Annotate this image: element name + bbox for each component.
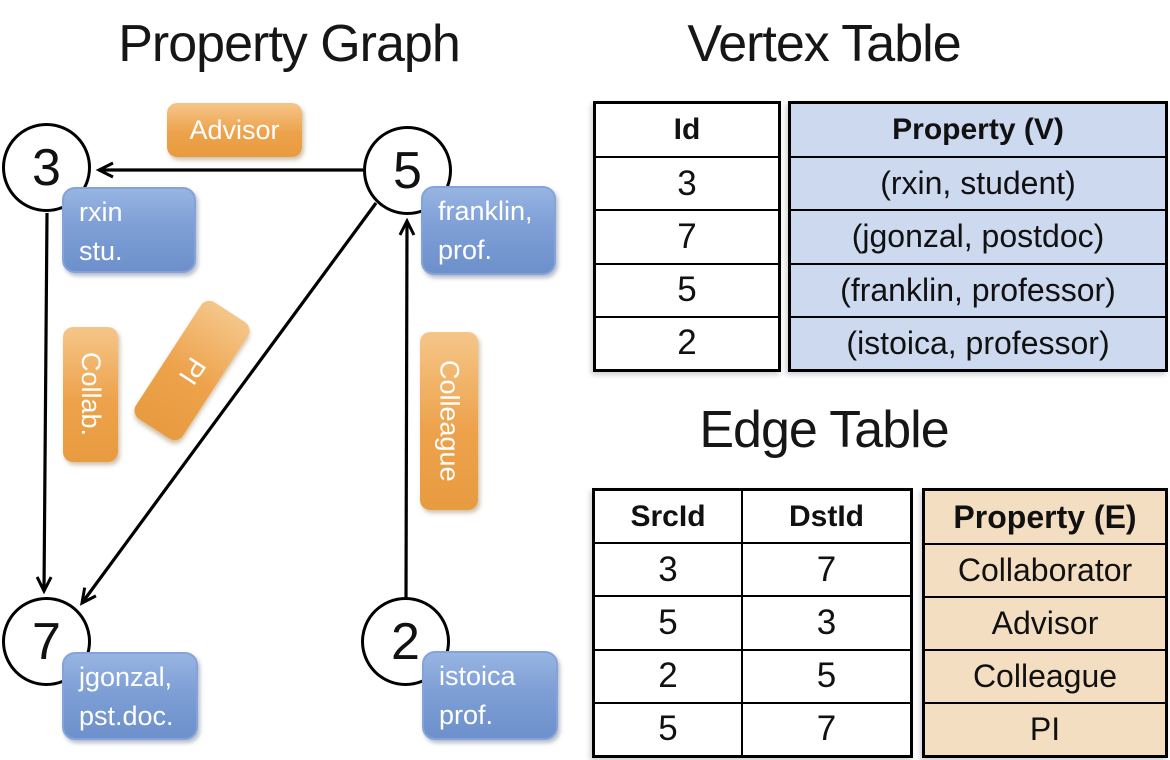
node-3: 3: [2, 123, 91, 212]
edge-table: SrcId DstId 3 7 5 3 2 5 5 7 Property (E)…: [592, 488, 1168, 758]
vertex-row-2-property: (franklin, professor): [791, 262, 1165, 316]
edge-table-srcid-header: SrcId: [595, 491, 743, 542]
node-5-id: 5: [393, 141, 422, 200]
property-graph-title: Property Graph: [118, 15, 461, 73]
vertex-row-3-property: (istoica, professor): [791, 315, 1165, 369]
vertex-property-box-7-line1: jgonzal,: [79, 662, 173, 692]
vertex-property-box-2-line1: istoica: [439, 661, 516, 691]
edge-arrow-3-to-7: [35, 212, 53, 595]
vertex-table: Id 3 7 5 2 Property (V) (rxin, student) …: [593, 101, 1168, 372]
edge-table-dstid-header: DstId: [789, 499, 864, 533]
edge-row-3-src: 5: [595, 703, 743, 755]
edge-row-0-src: 3: [595, 544, 743, 596]
edge-table-id-columns: SrcId DstId 3 7 5 3 2 5 5 7: [592, 488, 913, 758]
edge-row-0-property: Collaborator: [925, 543, 1165, 596]
vertex-property-box-5-line2: prof.: [438, 235, 493, 265]
edge-row-2-property: Colleague: [925, 649, 1165, 702]
edge-row-0-ids: 3 7: [595, 542, 910, 596]
vertex-row-3-id: 2: [596, 315, 778, 369]
vertex-property-box-7: jgonzal, pst.doc.: [62, 652, 198, 740]
vertex-table-property-column: Property (V) (rxin, student) (jgonzal, p…: [788, 101, 1168, 372]
edge-row-3-ids: 5 7: [595, 701, 910, 755]
vertex-property-box-3-line1: rxin: [79, 197, 123, 227]
edge-row-2-src: 2: [595, 650, 743, 702]
edge-label-collab: Collab.: [63, 327, 118, 462]
vertex-property-box-3-line2: stu.: [79, 236, 123, 266]
vertex-row-0-id: 3: [596, 156, 778, 209]
edge-table-property-column: Property (E) Collaborator Advisor Collea…: [922, 488, 1168, 758]
vertex-table-id-column: Id 3 7 5 2: [593, 101, 781, 372]
vertex-property-box-7-line2: pst.doc.: [79, 701, 174, 731]
vertex-row-2-id: 5: [596, 262, 778, 316]
node-5: 5: [363, 126, 452, 215]
edge-row-0-dst: 7: [816, 549, 837, 589]
edge-label-pi: PI: [130, 296, 254, 445]
edge-table-title: Edge Table: [699, 401, 949, 459]
node-3-id: 3: [32, 138, 61, 197]
edge-row-2-ids: 2 5: [595, 648, 910, 702]
edge-row-3-property: PI: [925, 702, 1165, 755]
vertex-property-box-3: rxin stu.: [62, 187, 196, 273]
vertex-table-title: Vertex Table: [687, 15, 961, 73]
vertex-row-1-property: (jgonzal, postdoc): [791, 209, 1165, 262]
vertex-row-0-property: (rxin, student): [791, 156, 1165, 209]
vertex-table-id-header: Id: [673, 113, 701, 146]
edge-row-1-ids: 5 3: [595, 595, 910, 649]
edge-row-1-property: Advisor: [925, 596, 1165, 649]
vertex-table-property-header: Property (V): [892, 113, 1064, 146]
edge-row-1-src: 5: [595, 597, 743, 649]
edge-label-advisor: Advisor: [167, 103, 302, 157]
edge-arrow-2-to-5: [398, 217, 416, 600]
node-2-id: 2: [391, 612, 420, 671]
edge-table-header-row: SrcId DstId: [595, 491, 910, 542]
node-7-id: 7: [32, 612, 61, 671]
vertex-property-box-5-line1: franklin,: [438, 196, 533, 226]
edge-row-2-dst: 5: [816, 656, 837, 696]
edge-label-colleague: Colleague: [420, 332, 478, 510]
vertex-property-box-2: istoica prof.: [422, 651, 558, 740]
edge-row-3-dst: 7: [816, 709, 837, 749]
edge-row-1-dst: 3: [816, 602, 837, 642]
vertex-row-1-id: 7: [596, 209, 778, 262]
vertex-property-box-5: franklin, prof.: [421, 186, 556, 275]
edge-table-property-header: Property (E): [953, 498, 1137, 535]
vertex-property-box-2-line2: prof.: [439, 700, 494, 730]
